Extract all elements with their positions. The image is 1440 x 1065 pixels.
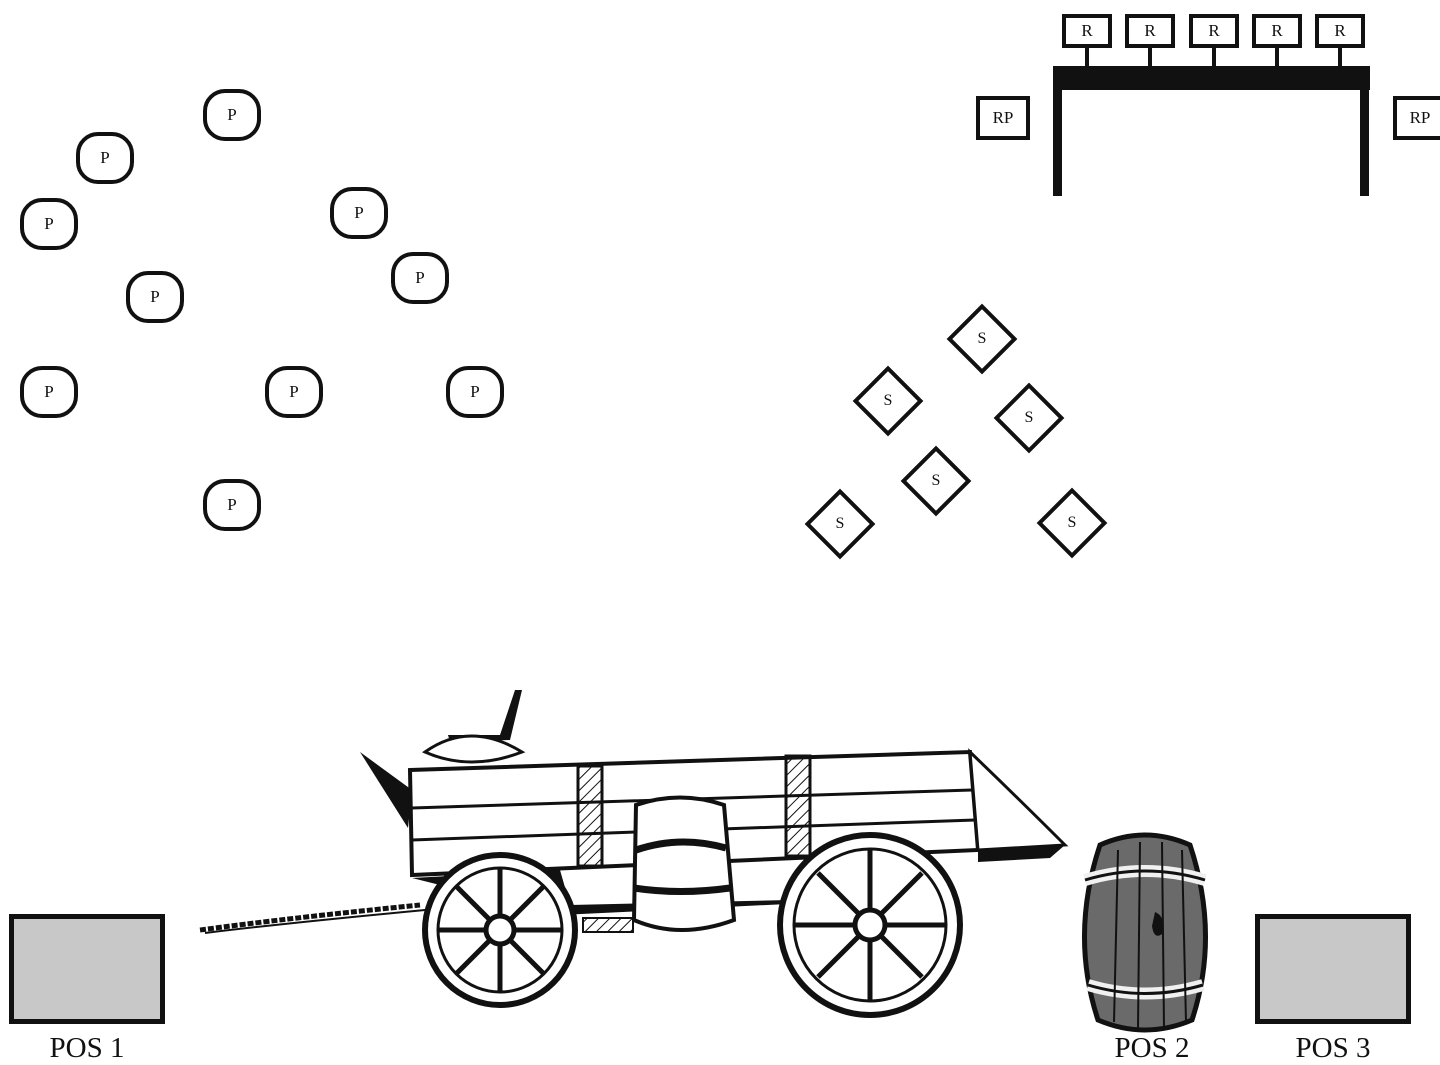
- position-3-box: [1255, 914, 1411, 1024]
- position-1-label: POS 1: [7, 1032, 167, 1065]
- position-2-label: POS 2: [1072, 1032, 1232, 1065]
- position-3-label: POS 3: [1253, 1032, 1413, 1065]
- position-1-box: [9, 914, 165, 1024]
